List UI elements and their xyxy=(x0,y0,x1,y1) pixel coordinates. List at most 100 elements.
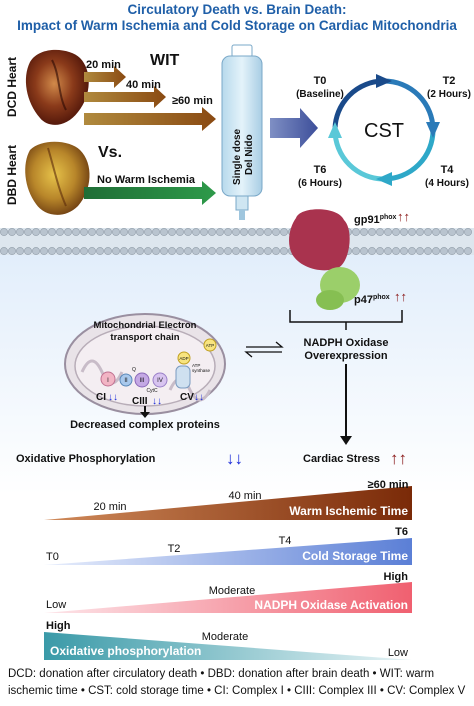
wit-scale-label-1: 20 min xyxy=(93,501,126,513)
lipid-head xyxy=(88,228,96,236)
lipid-head xyxy=(232,228,240,236)
lipid-head xyxy=(176,247,184,255)
lipid-head xyxy=(240,228,248,236)
oxphos-scale-label-3: Low xyxy=(388,647,408,659)
lipid-head xyxy=(416,247,424,255)
arrow-60-label: ≥60 min xyxy=(172,95,213,107)
lipid-head xyxy=(272,228,280,236)
lipid-head xyxy=(152,228,160,236)
lipid-head xyxy=(368,228,376,236)
cv-label: CV xyxy=(180,392,194,403)
oxphos-down-arrows: ↓↓ xyxy=(226,449,243,468)
lipid-head xyxy=(0,228,8,236)
lipid-head xyxy=(40,247,48,255)
lipid-head xyxy=(40,228,48,236)
arrow-60-min xyxy=(84,107,216,131)
q-label: Q xyxy=(132,367,136,373)
lipid-head xyxy=(104,228,112,236)
complex-3-label: III xyxy=(139,378,144,384)
lipid-head xyxy=(456,228,464,236)
ciii-label: CIII xyxy=(132,396,148,407)
nox-scale-label-2: Moderate xyxy=(209,585,255,597)
lipid-head xyxy=(368,247,376,255)
lipid-head xyxy=(448,228,456,236)
lipid-head xyxy=(32,228,40,236)
synthase-label-2: synthase xyxy=(192,368,211,373)
lipid-head xyxy=(24,228,32,236)
lipid-head xyxy=(8,247,16,255)
lipid-head xyxy=(96,247,104,255)
lipid-head xyxy=(384,247,392,255)
lipid-head xyxy=(200,228,208,236)
ci-label: CI xyxy=(96,392,106,403)
mitochondrion-icon xyxy=(64,313,226,415)
cst-t2: T2 xyxy=(443,75,456,87)
mito-label-1: Mitochondrial Electron xyxy=(94,320,197,331)
bag-line-2: Del Nido xyxy=(244,134,255,175)
lipid-head xyxy=(216,247,224,255)
lipid-head xyxy=(64,247,72,255)
lipid-head xyxy=(424,228,432,236)
vs-label: Vs. xyxy=(98,144,122,161)
dcd-heart-image xyxy=(25,49,89,125)
lipid-head xyxy=(72,228,80,236)
complex-4-label: IV xyxy=(157,378,163,384)
cv-down-arrows: ↓↓ xyxy=(194,392,204,403)
del-nido-bag-icon xyxy=(221,44,263,220)
cst-t2-sub: (2 Hours) xyxy=(427,89,471,100)
lipid-head xyxy=(48,247,56,255)
nox-scale-label-3: High xyxy=(384,571,409,583)
lipid-head xyxy=(80,247,88,255)
bag-line-1: Single dose xyxy=(232,128,243,185)
cst-t4: T4 xyxy=(441,164,455,176)
lipid-head xyxy=(0,247,8,255)
lipid-head xyxy=(392,247,400,255)
oxphos-scale-label-1: High xyxy=(46,620,71,632)
lipid-head xyxy=(48,228,56,236)
lipid-head xyxy=(120,247,128,255)
decreased-label: Decreased complex proteins xyxy=(70,419,220,431)
lipid-head xyxy=(80,228,88,236)
complex-2-label: II xyxy=(124,378,128,384)
footer-legend: DCD: donation after circulatory death • … xyxy=(8,668,466,697)
arrow-20-label: 20 min xyxy=(86,59,121,71)
lipid-head xyxy=(168,247,176,255)
gp91-label: gp91phox xyxy=(354,214,397,226)
lipid-head xyxy=(280,247,288,255)
lipid-head xyxy=(112,247,120,255)
lipid-head xyxy=(136,247,144,255)
wit-scale-label-2: 40 min xyxy=(228,490,261,502)
lipid-head xyxy=(352,228,360,236)
lipid-head xyxy=(200,247,208,255)
nox-scale-title: NADPH Oxidase Activation xyxy=(254,598,408,612)
ciii-down-arrows: ↓↓ xyxy=(152,396,162,407)
lipid-head xyxy=(440,228,448,236)
nadph-label-1: NADPH Oxidase xyxy=(304,337,389,349)
lipid-head xyxy=(440,247,448,255)
lipid-head xyxy=(248,247,256,255)
lipid-head xyxy=(224,228,232,236)
oxphos-scale-wedge xyxy=(44,632,412,660)
lipid-head xyxy=(208,247,216,255)
cytc-label: CytC xyxy=(146,388,158,394)
adp-label: ADP xyxy=(179,356,188,361)
cst-cycle xyxy=(328,74,440,186)
lipid-head xyxy=(16,247,24,255)
oxphos-scale-title: Oxidative phosphorylation xyxy=(50,644,201,658)
nadph-oxidase-complex xyxy=(289,209,360,310)
lipid-head xyxy=(104,247,112,255)
lipid-head xyxy=(152,247,160,255)
arrow-40-label: 40 min xyxy=(126,79,161,91)
cst-scale-wedge xyxy=(44,538,412,565)
lipid-head xyxy=(56,228,64,236)
lipid-head xyxy=(256,228,264,236)
cst-t0: T0 xyxy=(314,75,327,87)
lipid-head xyxy=(176,228,184,236)
lipid-head xyxy=(408,247,416,255)
cst-t0-sub: (Baseline) xyxy=(296,89,344,100)
lipid-head xyxy=(160,247,168,255)
dbd-heart-label: DBD Heart xyxy=(5,145,19,205)
lipid-head xyxy=(376,247,384,255)
p47-up-arrows: ↑↑ xyxy=(394,289,407,304)
